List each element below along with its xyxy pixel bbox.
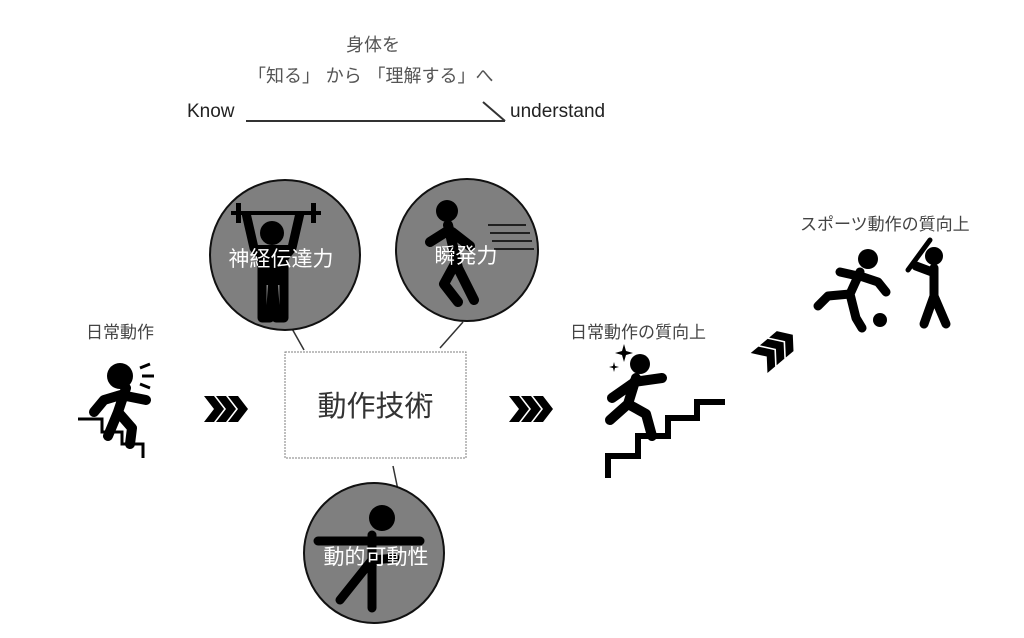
technique-label: 動作技術 [317, 389, 434, 423]
mobility-label: 動的可動性 [323, 545, 429, 569]
soccer-player-icon [813, 249, 891, 333]
neural-label: 神経伝達力 [228, 247, 334, 271]
struggling-stairs-icon [78, 362, 154, 458]
know-label: Know [187, 101, 235, 122]
weightlifter-icon [231, 203, 321, 323]
baseball-batter-icon [905, 237, 951, 329]
daily-motion-label: 日常動作 [86, 323, 154, 343]
bubble-mobility [303, 465, 445, 624]
sprinter-icon [425, 200, 534, 307]
header-line-2: 「知る」 から 「理解する」へ [248, 66, 494, 87]
bubble-neural [209, 179, 361, 351]
understand-label: understand [510, 101, 606, 122]
chevron-arrow-icon [750, 331, 794, 373]
sports-quality-label: スポーツ動作の質向上 [800, 215, 970, 235]
chevron-arrow-icon [509, 396, 553, 422]
header-line-1: 身体を [346, 35, 400, 56]
chevron-arrow-icon [204, 396, 248, 422]
balance-stretch-icon [313, 505, 425, 613]
climbing-stairs-icon [605, 344, 725, 478]
technique-box [284, 351, 467, 459]
daily-quality-label: 日常動作の質向上 [570, 323, 706, 343]
bubble-power [395, 178, 539, 349]
power-label: 瞬発力 [434, 244, 498, 268]
know-understand-arrow [246, 101, 506, 122]
